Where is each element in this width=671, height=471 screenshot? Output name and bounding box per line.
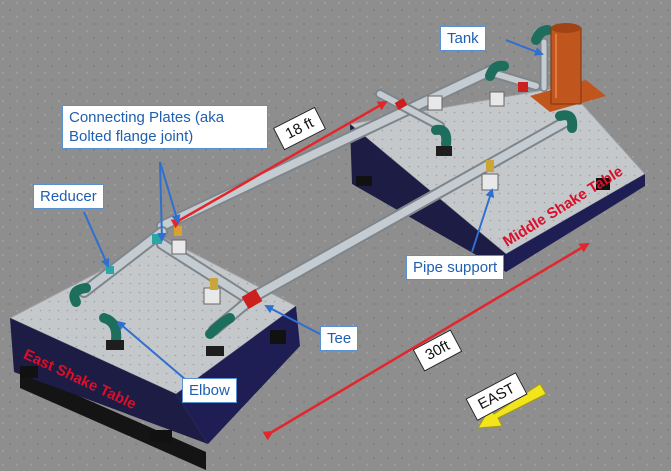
fittings <box>106 226 182 274</box>
tee-joints <box>241 82 528 310</box>
pipe-supports <box>171 91 505 305</box>
tank-label: Tank <box>440 26 486 51</box>
connecting-plates-label: Connecting Plates (aka Bolted flange joi… <box>62 105 268 149</box>
tee-label: Tee <box>320 326 359 351</box>
elbows <box>69 25 578 345</box>
dimension-arrow-18ft <box>170 100 388 229</box>
connecting-plates-label-line2: Bolted flange joint) <box>69 128 194 145</box>
middle-table-pipes <box>375 38 548 131</box>
callout-leaders <box>83 39 544 381</box>
reducer-label: Reducer <box>33 184 104 209</box>
connecting-plates-label-line1: Connecting Plates (aka <box>69 109 225 126</box>
east-direction-arrow <box>477 383 547 429</box>
pipe-support-label: Pipe support <box>406 255 505 280</box>
dimension-arrow-30ft <box>262 242 590 441</box>
tank <box>530 23 606 112</box>
elbow-label: Elbow <box>182 378 237 403</box>
footings <box>106 146 452 356</box>
